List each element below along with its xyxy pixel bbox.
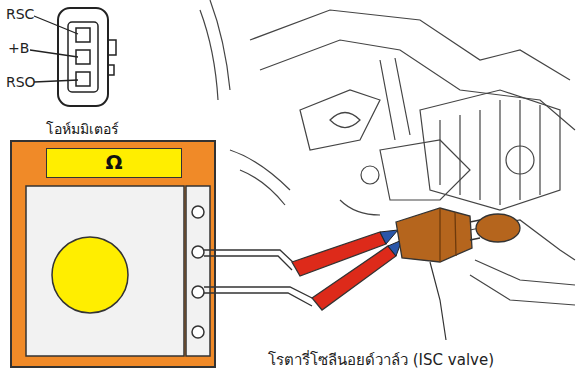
engine-drawing xyxy=(200,0,575,305)
part-name: โรตารี่โซลีนอยด์วาล์ว (ISC valve) xyxy=(268,348,494,372)
pin-name: RSC xyxy=(6,6,34,22)
pin-name: +B xyxy=(8,40,29,56)
pin-name: RSO xyxy=(6,74,36,90)
node-heading: โอห์มมิเตอร์ xyxy=(46,118,119,140)
connector-symbol xyxy=(30,8,116,106)
meter-display: Ω xyxy=(46,148,182,178)
leader-line xyxy=(430,262,446,340)
isc-valve xyxy=(396,208,520,262)
ohmmeter-box: โอห์มมิเตอร์Ω xyxy=(10,140,216,368)
test-leads xyxy=(204,250,316,306)
display-symbol: Ω xyxy=(47,149,181,176)
probe xyxy=(292,230,402,310)
